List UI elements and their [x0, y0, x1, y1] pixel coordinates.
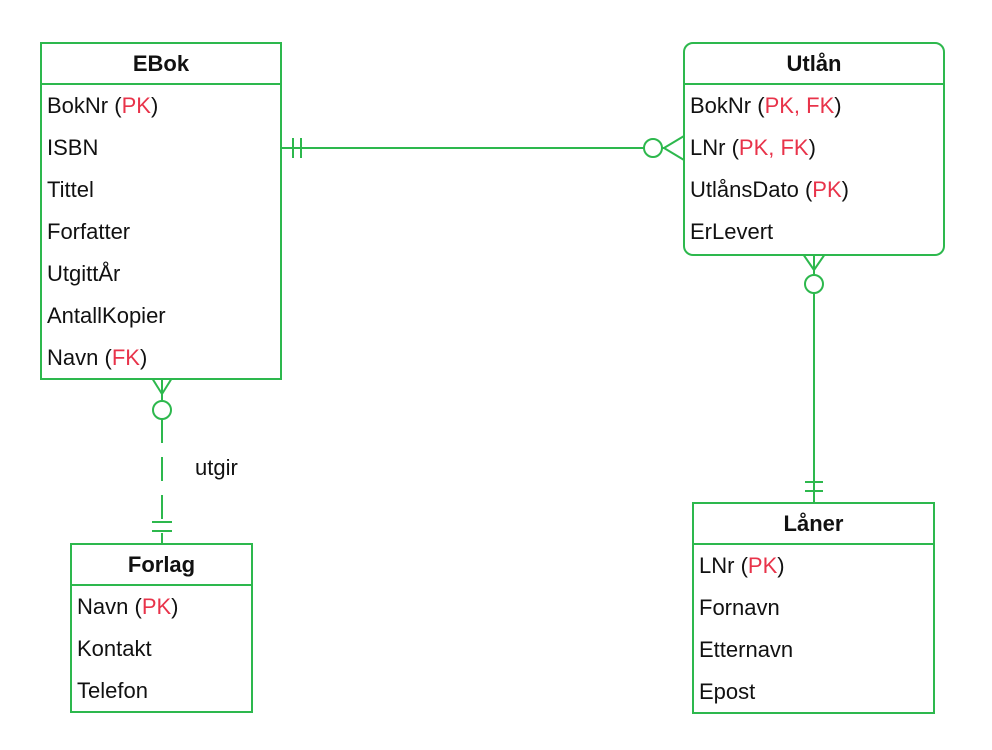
attribute-key: PK [747, 553, 778, 578]
relationship-ebok-utlan [282, 135, 685, 161]
relationship-label: utgir [195, 455, 238, 480]
attribute-row: Etternavn [694, 629, 933, 671]
attribute-name: Tittel [47, 177, 94, 202]
attribute-key: FK [111, 345, 140, 370]
attribute-row: BokNr (PK) [47, 93, 159, 118]
attribute-name: LNr [690, 135, 726, 160]
attribute-row: Kontakt [72, 628, 251, 670]
attribute-row: Fornavn [694, 587, 933, 629]
attribute-name: UtlånsDato [690, 177, 799, 202]
attribute-row: Telefon [72, 670, 251, 712]
attribute-row: Navn (PK) [77, 594, 179, 619]
attribute-name: AntallKopier [47, 303, 166, 328]
attribute-name: BokNr [47, 93, 109, 118]
attribute-key: PK, FK [764, 93, 835, 118]
attribute-row: Tittel [42, 169, 280, 211]
attribute-name: Navn [47, 345, 99, 370]
zero-circle [152, 400, 172, 420]
entity-title: Forlag [72, 545, 251, 586]
attribute-name: ErLevert [690, 219, 774, 244]
attribute-name: Navn [77, 594, 129, 619]
attribute-row: ISBN [42, 127, 280, 169]
entity-title: Låner [694, 504, 933, 545]
attribute-row: Forfatter [42, 211, 280, 253]
relationship-ebok-forlag [151, 377, 173, 544]
crowfoot-prong [663, 147, 685, 161]
crowfoot-prong [161, 377, 173, 395]
attribute-name: BokNr [690, 93, 752, 118]
attribute-name: ISBN [47, 135, 99, 160]
attribute-row: LNr (PK, FK) [690, 135, 816, 160]
attribute-row: Epost [694, 671, 933, 713]
entity-title: EBok [42, 44, 280, 85]
attribute-name: Telefon [77, 678, 148, 703]
zero-circle [643, 138, 663, 158]
entity-title: Utlån [685, 44, 943, 85]
crowfoot-prong [802, 253, 815, 271]
attribute-name: Etternavn [699, 637, 794, 662]
attribute-name: Forfatter [47, 219, 131, 244]
attribute-name: LNr [699, 553, 735, 578]
attribute-row: UtlånsDato (PK) [690, 177, 849, 202]
relationship-utlan-laner [802, 253, 826, 503]
attribute-key: PK, FK [738, 135, 809, 160]
attribute-row: Navn (FK) [47, 345, 148, 370]
attribute-row: UtgittÅr [42, 253, 280, 295]
zero-circle [804, 274, 824, 294]
attribute-key: PK [141, 594, 172, 619]
attribute-key: PK [121, 93, 151, 118]
attribute-key: PK [812, 177, 842, 202]
attribute-row: BokNr (PK, FK) [690, 93, 842, 118]
attribute-name: Kontakt [77, 636, 152, 661]
attribute-name: Epost [699, 679, 756, 704]
attribute-row: LNr (PK) [699, 553, 785, 578]
attribute-name: Fornavn [699, 595, 780, 620]
crowfoot-prong [813, 253, 826, 271]
attribute-row: AntallKopier [42, 295, 280, 337]
crowfoot-prong [151, 377, 163, 395]
crowfoot-prong [663, 135, 685, 149]
attribute-row: ErLevert [685, 211, 943, 253]
attribute-name: UtgittÅr [47, 261, 121, 286]
